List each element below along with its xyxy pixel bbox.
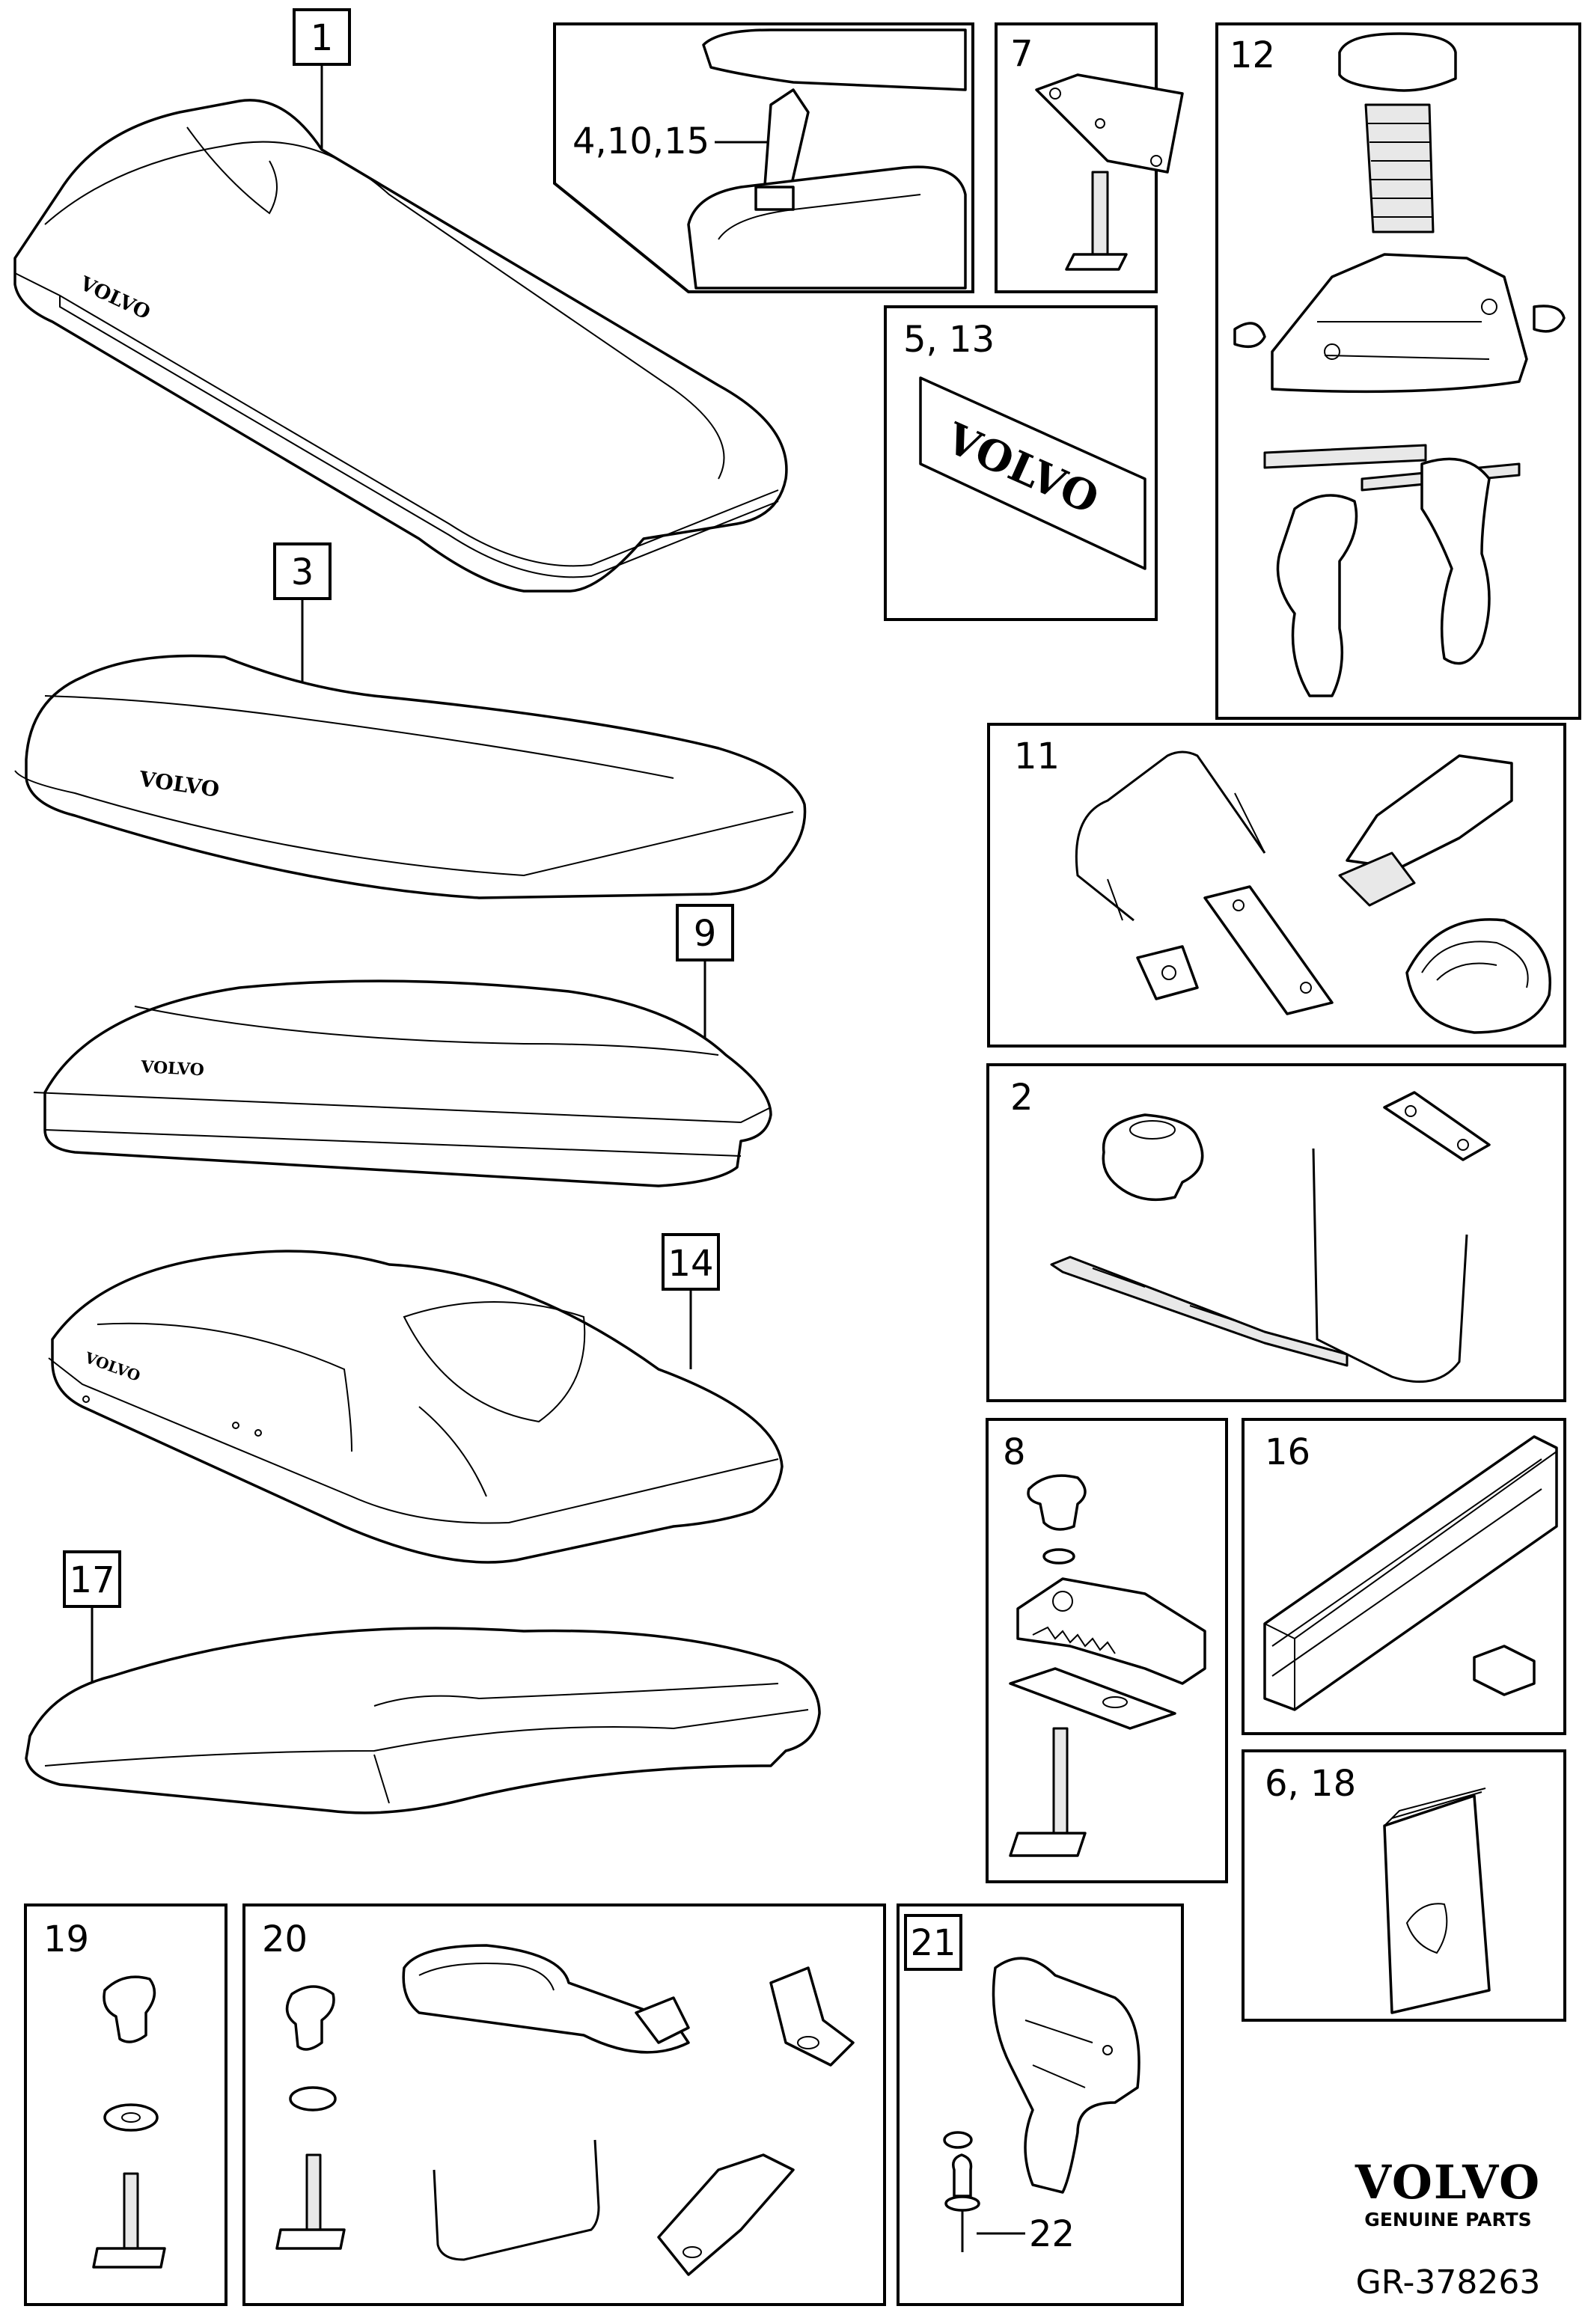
roof-box-9: 9 VOLVO — [33, 904, 772, 1187]
part-6-18-panel: 6, 18 — [1242, 1749, 1566, 2022]
callout-5-13: 5, 13 — [903, 319, 995, 361]
callout-box-21 — [904, 1914, 962, 1971]
part-2-panel: 2 — [986, 1063, 1566, 1402]
callout-4-10-15: 4,10,15 — [572, 120, 709, 162]
part-19-frame — [24, 1903, 227, 2306]
callout-22: 22 — [1029, 2213, 1075, 2255]
callout-11: 11 — [1014, 736, 1060, 777]
callout-21: 21 — [910, 1922, 956, 1964]
volvo-decal — [919, 376, 1146, 570]
part-7-panel: 7 — [995, 22, 1184, 293]
roof-box-1: 1 VOLVO — [13, 8, 788, 593]
part-8-panel: 8 — [986, 1418, 1228, 1883]
callout-12: 12 — [1230, 34, 1275, 76]
hinge-panel-frame — [553, 22, 974, 293]
hinge-panel: 4,10,15 — [553, 22, 974, 293]
callout-6-18: 6, 18 — [1265, 1763, 1356, 1805]
footer-brand: VOLVO — [1355, 2155, 1541, 2210]
part-8-frame — [986, 1418, 1228, 1883]
part-6-18-frame — [1242, 1749, 1566, 2022]
callout-3: 3 — [291, 551, 314, 593]
part-2-frame — [986, 1063, 1566, 1402]
part-20-frame — [242, 1903, 886, 2306]
part-21-frame — [897, 1903, 1184, 2306]
callout-2: 2 — [1010, 1077, 1033, 1119]
part-11-frame — [987, 723, 1566, 1048]
part-16-panel: 16 — [1242, 1418, 1566, 1735]
volvo-genuine-parts-logo: VOLVO GENUINE PARTS — [1355, 2155, 1541, 2230]
callout-9: 9 — [694, 913, 717, 955]
callout-1: 1 — [311, 17, 334, 59]
part-12-frame — [1215, 22, 1581, 720]
part-16-frame — [1242, 1418, 1566, 1735]
roof-box-3: 3 VOLVO — [14, 542, 807, 899]
box-9-logo: VOLVO — [140, 1057, 205, 1080]
callout-20: 20 — [262, 1918, 308, 1960]
roof-box-17: 17 — [25, 1550, 821, 1814]
part-21-panel: 21 22 — [897, 1903, 1184, 2306]
callout-17: 17 — [69, 1559, 114, 1601]
callout-19: 19 — [43, 1918, 89, 1960]
roof-box-14: 14 VOLVO — [48, 1233, 784, 1564]
callout-16: 16 — [1265, 1431, 1310, 1473]
part-11-panel: 11 — [987, 723, 1566, 1048]
callout-7: 7 — [1010, 33, 1033, 75]
part-5-13-frame — [884, 305, 1158, 621]
callout-14: 14 — [668, 1243, 713, 1285]
footer-tagline: GENUINE PARTS — [1364, 2209, 1531, 2230]
part-19-panel: 19 — [24, 1903, 227, 2306]
part-20-panel: 20 — [242, 1903, 886, 2306]
part-12-panel: 12 — [1215, 22, 1581, 720]
part-5-13-panel: 5, 13 VOLVO — [884, 305, 1158, 621]
callout-8: 8 — [1003, 1431, 1026, 1473]
reference-number: GR-378263 — [1356, 2263, 1541, 2302]
